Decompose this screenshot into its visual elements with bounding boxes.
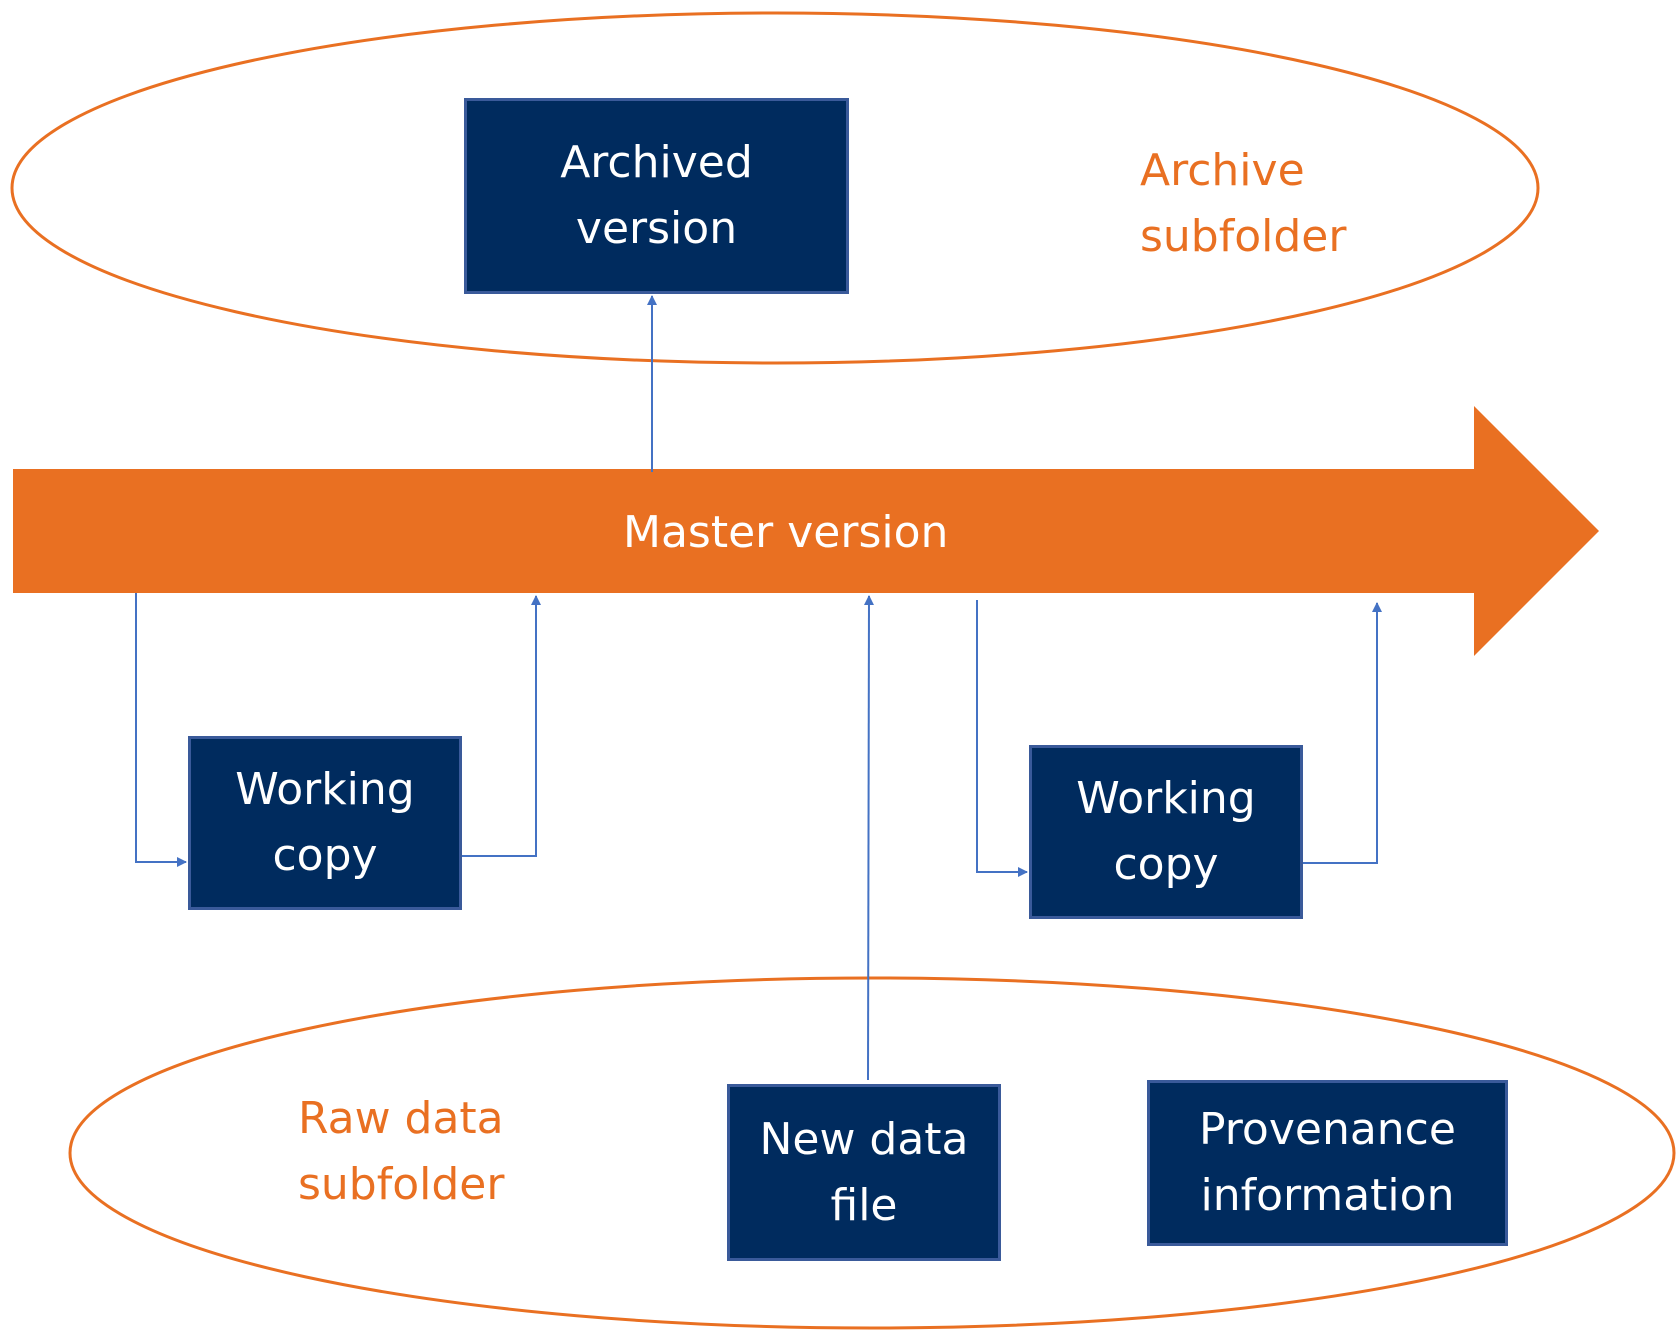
archived-version-line1: Archived: [560, 137, 753, 188]
connector-from-new-data-file: [863, 595, 874, 1081]
working-copy-left-box: Working copy: [188, 736, 462, 910]
connector-to-working-copy-right: [976, 600, 1028, 877]
provenance-information-box: Provenance information: [1147, 1080, 1508, 1246]
archive-subfolder-label-line1: Archive: [1140, 145, 1305, 196]
raw-data-subfolder-label-line2: subfolder: [298, 1159, 505, 1210]
working-copy-right-box: Working copy: [1029, 745, 1303, 919]
archive-subfolder-label: Archive subfolder: [1140, 138, 1346, 270]
working-copy-right-line1: Working: [1076, 773, 1256, 824]
connector-from-working-copy-right: [1301, 602, 1382, 864]
new-data-file-box: New data file: [727, 1084, 1001, 1261]
working-copy-left-line1: Working: [235, 764, 415, 815]
connector-from-working-copy-left: [460, 595, 541, 857]
archived-version-line2: version: [575, 203, 738, 254]
raw-data-subfolder-label: Raw data subfolder: [298, 1086, 504, 1218]
provenance-line1: Provenance: [1199, 1104, 1456, 1155]
working-copy-right-line2: copy: [1113, 839, 1219, 890]
raw-data-subfolder-label-line1: Raw data: [298, 1093, 504, 1144]
new-data-file-line1: New data: [759, 1113, 969, 1165]
provenance-line2: information: [1200, 1170, 1455, 1221]
master-version-arrow: [13, 406, 1599, 656]
archived-version-box: Archived version: [464, 98, 849, 294]
master-version-label: Master version: [623, 507, 949, 558]
archive-subfolder-label-line2: subfolder: [1140, 211, 1347, 262]
connector-to-working-copy-left: [135, 593, 187, 867]
new-data-file-line2: file: [830, 1179, 898, 1231]
working-copy-left-line2: copy: [272, 830, 378, 881]
